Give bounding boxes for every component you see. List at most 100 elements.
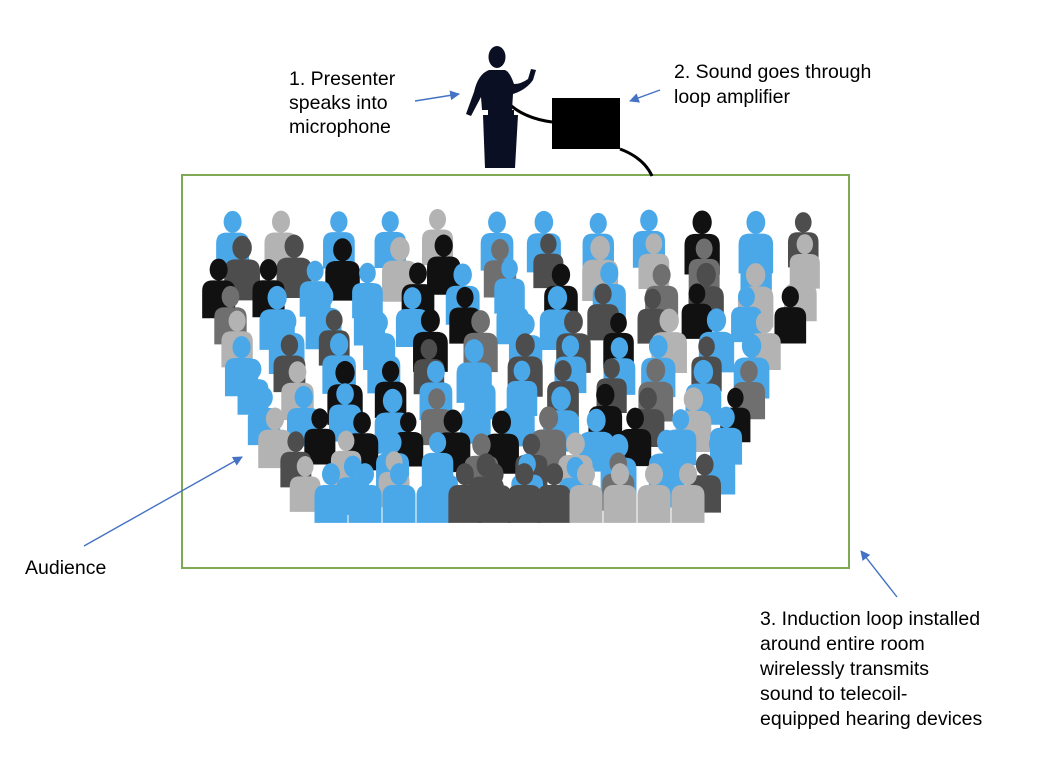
audience-member-head xyxy=(472,433,491,457)
label-amplifier-line: 2. Sound goes through xyxy=(674,61,871,83)
audience-member-body xyxy=(774,307,807,344)
label-loop-line: around entire room xyxy=(760,633,925,655)
audience-member-body xyxy=(569,484,603,523)
audience-member-head xyxy=(403,287,422,310)
arrow-amplifier xyxy=(629,89,661,103)
audience-member-body xyxy=(427,256,461,295)
audience-member-body xyxy=(348,484,382,523)
label-audience-line: Audience xyxy=(25,557,106,579)
audience-member-head xyxy=(267,285,287,310)
audience-member-head xyxy=(329,333,349,356)
audience-member-head xyxy=(586,408,606,433)
audience-member-head xyxy=(640,209,658,232)
audience-member-head xyxy=(488,211,506,234)
audience-member-head xyxy=(223,210,242,233)
audience-member-head xyxy=(576,463,596,486)
audience-member-head xyxy=(336,383,354,405)
audience-member-head xyxy=(696,262,716,287)
audience-member-head xyxy=(296,456,314,477)
audience-member-head xyxy=(353,411,371,434)
audience-member-head xyxy=(600,262,619,285)
audience-member-head xyxy=(659,308,679,333)
audience-member-head xyxy=(522,433,541,456)
audience-member-head xyxy=(545,463,564,486)
audience-member-head xyxy=(516,313,535,336)
audience-member-head xyxy=(228,310,246,332)
audience-member-head xyxy=(325,309,343,331)
audience-member-head xyxy=(644,463,664,486)
label-loop: 3. Induction loop installed around entir… xyxy=(759,608,986,730)
audience-member-head xyxy=(321,463,341,486)
audience-member-head xyxy=(271,210,291,233)
audience-member-head xyxy=(423,463,443,486)
audience-member-head xyxy=(381,211,399,233)
audience-member-head xyxy=(638,387,657,410)
audience-member-head xyxy=(491,238,509,261)
audience-member-body xyxy=(618,428,652,467)
audience-member-head xyxy=(554,360,572,382)
audience-member-head xyxy=(313,284,334,309)
audience-member-body xyxy=(314,484,348,523)
label-loop-line: wirelessly transmits xyxy=(759,658,929,680)
audience-member-head xyxy=(652,263,671,287)
label-amplifier-line: loop amplifier xyxy=(674,86,790,108)
audience-member-body xyxy=(671,484,705,523)
audience-member-head xyxy=(539,406,559,430)
arrow-audience xyxy=(83,456,243,547)
audience-member-head xyxy=(287,431,305,453)
audience-member-body xyxy=(603,484,637,523)
audience-member-head xyxy=(746,210,766,234)
audience-member-head xyxy=(590,235,610,260)
audience-member-head xyxy=(596,383,615,407)
audience-member-head xyxy=(381,360,400,382)
audience-member-head xyxy=(288,361,307,384)
audience-member-body xyxy=(731,306,762,343)
audience-member-head xyxy=(311,408,329,430)
audience-member-head xyxy=(551,263,571,287)
audience-member-head xyxy=(455,463,474,486)
audience-member-head xyxy=(280,334,299,356)
audience-member-head xyxy=(738,286,755,308)
audience-member-head xyxy=(429,208,446,230)
audience-member-head xyxy=(741,333,762,358)
audience-member-head xyxy=(747,233,765,255)
audience-member-head xyxy=(434,234,453,257)
audience-member-head xyxy=(370,311,388,334)
audience-member-head xyxy=(547,286,568,310)
audience-member-body xyxy=(681,303,713,339)
label-loop-line: sound to telecoil- xyxy=(760,683,907,705)
audience-member-head xyxy=(648,335,668,359)
audience-member-body xyxy=(537,484,571,523)
audience-member-head xyxy=(513,360,531,382)
label-amplifier: 2. Sound goes through loop amplifier xyxy=(674,61,877,108)
audience-member-head xyxy=(515,463,534,486)
audience-member-head xyxy=(658,451,676,473)
audience-member-head xyxy=(594,283,612,305)
label-loop-line: equipped hearing devices xyxy=(760,708,983,730)
audience-member-head xyxy=(400,412,417,433)
audience-member-head xyxy=(382,388,403,413)
label-presenter-line: microphone xyxy=(289,116,391,138)
audience-member-head xyxy=(337,430,355,452)
audience-member-head xyxy=(706,308,727,333)
audience-member-head xyxy=(276,309,297,334)
audience-member-head xyxy=(540,233,557,254)
audience-member-head xyxy=(485,463,504,486)
audience-member-head xyxy=(561,335,580,357)
audience-member-body xyxy=(448,484,482,523)
audience-member-head xyxy=(515,333,535,357)
audience-member-head xyxy=(695,453,714,476)
audience-member-head xyxy=(443,409,463,433)
presenter-at-podium-icon xyxy=(466,46,536,168)
audience-member-body xyxy=(289,476,321,512)
audience-member-head xyxy=(564,310,583,334)
audience-member-head xyxy=(717,406,735,429)
audience-member-head xyxy=(426,360,445,383)
audience-member-head xyxy=(467,388,484,409)
loop-amplifier-box-icon xyxy=(552,98,620,149)
audience-member-body xyxy=(325,261,360,301)
audience-member-head xyxy=(209,258,228,281)
audience-member-head xyxy=(232,235,252,260)
audience-member-head xyxy=(409,262,427,285)
